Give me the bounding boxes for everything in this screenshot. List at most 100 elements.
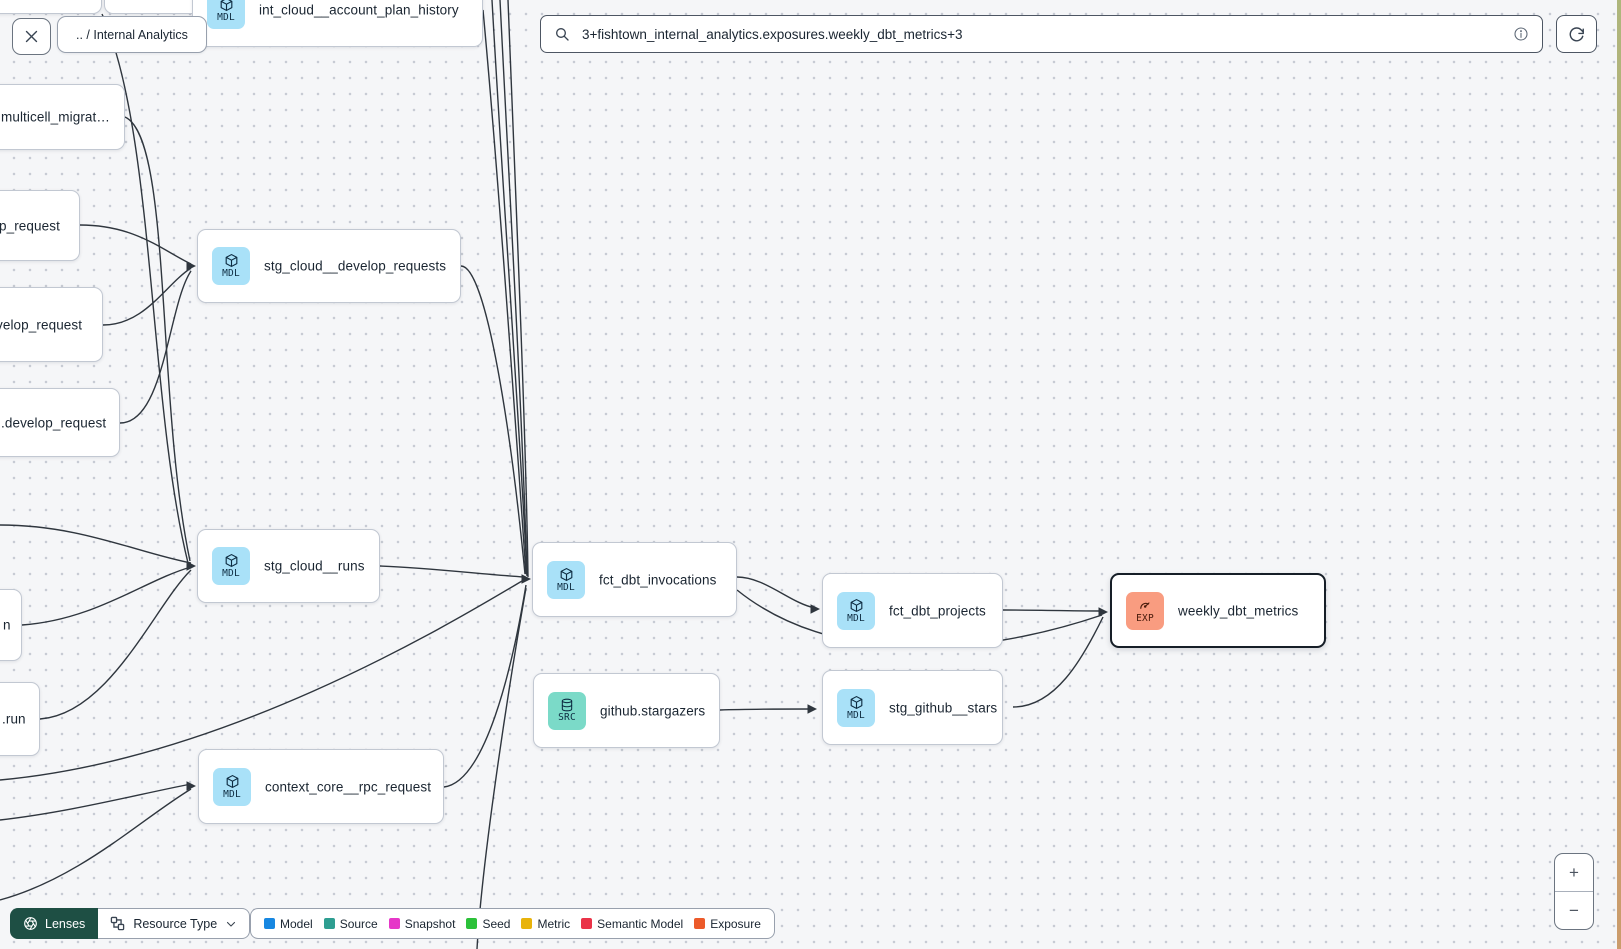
- graph-node-p_request[interactable]: MDLp_request: [0, 190, 80, 261]
- node-label: n: [3, 617, 11, 633]
- graph-node-fct_dbt_projects[interactable]: MDL fct_dbt_projects: [822, 573, 1003, 648]
- model-badge: MDL: [207, 0, 245, 29]
- legend-swatch: [694, 918, 706, 929]
- badge-label: MDL: [223, 788, 241, 800]
- close-button[interactable]: [12, 18, 51, 55]
- badge-label: MDL: [847, 612, 865, 624]
- model-cube-icon: [220, 0, 232, 11]
- lenses-aperture-icon: [24, 917, 37, 930]
- badge-label: MDL: [847, 709, 865, 721]
- legend-label: Model: [280, 916, 313, 931]
- node-label: multicell_migrat…: [1, 109, 110, 125]
- graph-node-n_node[interactable]: MDLn: [0, 589, 22, 661]
- graph-node-run_node[interactable]: MDL.run: [0, 682, 40, 756]
- node-label: fct_dbt_projects: [889, 603, 986, 618]
- refresh-button[interactable]: [1556, 15, 1597, 53]
- close-icon: [25, 30, 38, 43]
- exposure-gauge-icon: [1139, 601, 1149, 609]
- legend-label: Semantic Model: [597, 916, 684, 931]
- model-badge: MDL: [213, 767, 251, 806]
- legend-swatch: [264, 918, 275, 929]
- graph-node-stg_github__stars[interactable]: MDL stg_github__stars: [822, 670, 1003, 745]
- graph-node-stg_cloud__runs[interactable]: MDL stg_cloud__runs: [197, 529, 380, 603]
- zoom-controls: + −: [1554, 853, 1594, 930]
- node-label: velop_request: [0, 317, 83, 332]
- node-label: .develop_request: [1, 415, 107, 430]
- search-bar[interactable]: [540, 15, 1543, 53]
- resource-type-button[interactable]: Resource Type: [98, 908, 251, 939]
- exposure-badge: EXP: [1126, 591, 1164, 630]
- model-badge: MDL: [547, 560, 585, 599]
- legend-swatch: [466, 918, 478, 929]
- source-badge: SRC: [548, 691, 586, 730]
- zoom-out-button[interactable]: −: [1555, 891, 1593, 929]
- resource-type-legend: Model Source Snapshot Seed Metric Semantic Mo…: [250, 908, 775, 939]
- graph-node-snapshot_daily[interactable]: MDLsnapshot_daily: [0, 0, 102, 14]
- graph-node-stg_cloud__develop_requests[interactable]: MDL stg_cloud__develop_requests: [197, 229, 461, 303]
- model-badge: MDL: [837, 591, 875, 630]
- model-cube-icon: [850, 695, 862, 709]
- legend-item-semantic-model: Semantic Model: [581, 917, 683, 931]
- graph-node-int_cloud__account_plan_history[interactable]: MDL int_cloud__account_plan_history: [192, 0, 483, 47]
- legend-label: Seed: [482, 916, 511, 931]
- model-badge: MDL: [212, 247, 250, 285]
- legend-item-exposure: Exposure: [694, 917, 761, 931]
- legend-item-source: Source: [323, 916, 378, 931]
- model-cube-icon: [225, 554, 237, 567]
- graph-node-context_core__rpc_request[interactable]: MDL context_core__rpc_request: [198, 749, 444, 824]
- node-label: weekly_dbt_metrics: [1178, 603, 1299, 618]
- search-input[interactable]: [580, 25, 1513, 43]
- graph-node-develop_request[interactable]: MDL.develop_request: [0, 388, 120, 457]
- lens-bar: Lenses Resource Type: [10, 908, 251, 939]
- node-label: stg_github__stars: [889, 700, 998, 715]
- badge-label: MDL: [222, 268, 240, 279]
- model-cube-icon: [225, 254, 237, 267]
- breadcrumb[interactable]: .. / Internal Analytics: [57, 16, 207, 53]
- chevron-down-icon: [227, 921, 236, 927]
- badge-label: MDL: [557, 581, 575, 593]
- node-label: stg_cloud__runs: [264, 558, 365, 574]
- legend-label: Exposure: [710, 916, 761, 931]
- source-database-icon: [561, 698, 573, 712]
- badge-label: SRC: [558, 712, 576, 723]
- lenses-button[interactable]: Lenses: [10, 908, 99, 939]
- legend-item-model: Model: [264, 917, 313, 931]
- search-icon: [556, 28, 569, 41]
- node-label: p_request: [0, 218, 60, 233]
- desktop-edge-stripe: [1617, 0, 1621, 949]
- badge-label: MDL: [217, 11, 235, 23]
- resource-type-icon: [111, 916, 125, 931]
- node-label: stg_cloud__develop_requests: [264, 258, 447, 274]
- badge-label: EXP: [1136, 612, 1154, 624]
- legend-swatch: [323, 918, 335, 929]
- node-label: fct_dbt_invocations: [599, 572, 717, 587]
- info-icon[interactable]: [1513, 26, 1529, 42]
- model-badge: MDL: [212, 547, 250, 585]
- model-cube-icon: [226, 774, 238, 788]
- node-label: int_cloud__account_plan_history: [259, 2, 459, 17]
- breadcrumb-label: .. / Internal Analytics: [76, 27, 188, 42]
- resource-type-label: Resource Type: [133, 916, 218, 931]
- graph-node-velop_request[interactable]: MDLvelop_request: [0, 287, 103, 362]
- model-cube-icon: [560, 567, 572, 581]
- graph-node-fct_dbt_invocations[interactable]: MDL fct_dbt_invocations: [532, 542, 737, 617]
- node-label: context_core__rpc_request: [265, 779, 432, 794]
- graph-node-github.stargazers[interactable]: SRC github.stargazers: [533, 673, 720, 748]
- graph-node-multicell_migrat[interactable]: MDLmulticell_migrat…: [0, 84, 125, 150]
- legend-swatch: [521, 918, 533, 929]
- legend-swatch: [388, 918, 400, 929]
- legend-label: Source: [339, 916, 378, 931]
- model-cube-icon: [850, 598, 862, 612]
- model-badge: MDL: [837, 688, 875, 727]
- graph-node-weekly_dbt_metrics[interactable]: EXP weekly_dbt_metrics: [1110, 573, 1326, 648]
- legend-label: Snapshot: [404, 916, 456, 931]
- legend-label: Metric: [537, 916, 571, 931]
- zoom-in-button[interactable]: +: [1569, 862, 1579, 882]
- node-label: .run: [2, 711, 26, 727]
- badge-label: MDL: [222, 568, 240, 579]
- node-label: github.stargazers: [600, 703, 706, 718]
- legend-item-snapshot: Snapshot: [388, 916, 456, 931]
- legend-item-seed: Seed: [466, 917, 510, 931]
- refresh-icon: [1569, 26, 1584, 41]
